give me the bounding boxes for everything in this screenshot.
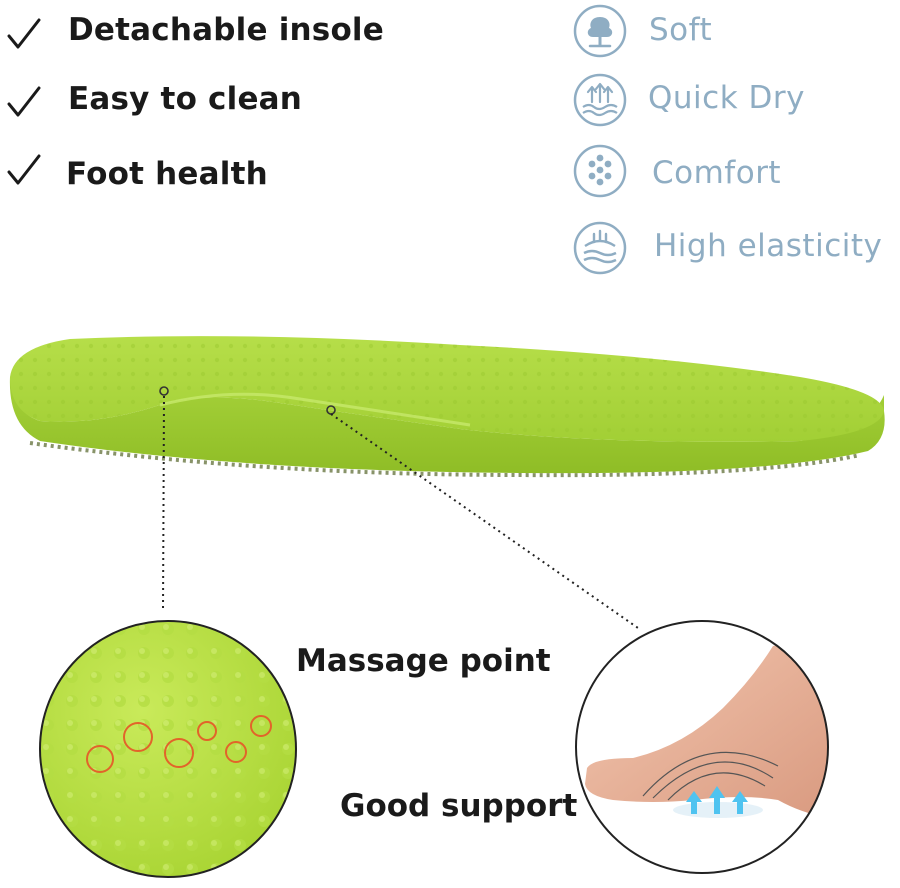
property-soft-label: Soft xyxy=(649,12,713,48)
massage-point-label: Massage point xyxy=(296,643,551,679)
feature-easy-clean: Easy to clean xyxy=(68,81,303,117)
check-icon xyxy=(7,154,41,185)
check-icon xyxy=(7,18,41,49)
property-high-elasticity: High elasticity xyxy=(572,220,900,276)
support-arrows xyxy=(686,786,748,814)
property-comfort-label: Comfort xyxy=(652,155,782,191)
property-quick-dry-label: Quick Dry xyxy=(648,80,805,116)
support-closeup xyxy=(575,620,829,874)
massage-point-markers xyxy=(86,715,272,773)
check-icon xyxy=(7,86,41,117)
property-quick-dry: Quick Dry xyxy=(572,72,900,128)
insole-image xyxy=(9,336,885,478)
good-support-label: Good support xyxy=(340,788,578,824)
feature-detachable: Detachable insole xyxy=(68,12,384,48)
property-soft: Soft xyxy=(572,3,900,59)
massage-closeup xyxy=(39,620,297,878)
elasticity-icon xyxy=(573,221,627,275)
quick-dry-icon xyxy=(573,73,627,127)
property-high-elasticity-label: High elasticity xyxy=(654,228,883,264)
tree-icon xyxy=(573,4,627,58)
property-comfort: Comfort xyxy=(572,143,900,199)
comfort-dots-icon xyxy=(573,144,627,198)
feature-foot-health: Foot health xyxy=(66,156,268,192)
